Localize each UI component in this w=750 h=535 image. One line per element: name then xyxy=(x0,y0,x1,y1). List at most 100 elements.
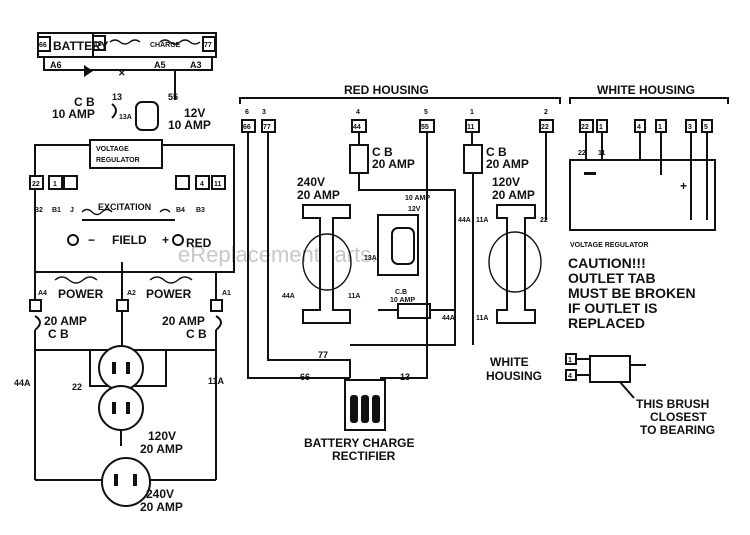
label-13a: 13A xyxy=(119,114,132,121)
red-housing-title: RED HOUSING xyxy=(344,83,429,97)
label-b4: B4 xyxy=(176,207,185,214)
outlet-120v-b xyxy=(98,385,144,431)
r-cb10b-amp: 10 AMP xyxy=(390,297,415,304)
cb-20a-white xyxy=(463,144,483,174)
red-label: RED xyxy=(186,236,212,250)
wh2-label-2: HOUSING xyxy=(486,369,542,383)
svg-text:1: 1 xyxy=(568,357,572,364)
power2-label: POWER xyxy=(146,287,192,301)
svg-text:1: 1 xyxy=(658,124,662,131)
label-a6: A6 xyxy=(50,60,62,70)
rectifier-label-2: RECTIFIER xyxy=(332,449,396,463)
r-13a: 13A xyxy=(364,255,377,262)
cb20b-label: C B xyxy=(486,145,507,159)
label-77: 77 xyxy=(204,42,212,49)
svg-text:55: 55 xyxy=(421,124,429,131)
battery-label: BATTERY xyxy=(53,39,108,53)
label-22: 22 xyxy=(72,382,82,392)
label-a2: A2 xyxy=(127,290,136,297)
vreg-right-label: VOLTAGE REGULATOR xyxy=(570,242,648,249)
brush-label-2: CLOSEST xyxy=(650,410,707,424)
brush-label-1: THIS BRUSH xyxy=(636,397,709,411)
svg-text:11: 11 xyxy=(467,124,475,131)
svg-text:66: 66 xyxy=(243,124,251,131)
r-44a-1: 44A xyxy=(282,293,295,300)
cb-20a-right xyxy=(215,315,222,331)
white-housing-pins: 22 1 4 1 3 5 xyxy=(579,119,713,133)
diode-1 xyxy=(84,65,93,77)
cb20-amp: 20 AMP xyxy=(372,157,415,171)
r-11a-3: 11A xyxy=(476,315,488,322)
svg-text:22: 22 xyxy=(578,150,586,157)
r-cb10b: C.B xyxy=(395,289,407,296)
label-66: 66 xyxy=(39,42,47,49)
r-v12: 12V xyxy=(408,206,421,213)
label-b1: B1 xyxy=(52,207,61,214)
label-b3: B3 xyxy=(196,207,205,214)
svg-text:4: 4 xyxy=(568,373,572,380)
out120-volt: 120V xyxy=(148,429,176,443)
white-housing-title: WHITE HOUSING xyxy=(597,83,695,97)
brush-assembly xyxy=(589,355,631,383)
label-13b: 13 xyxy=(112,92,122,102)
svg-text:REPLACED: REPLACED xyxy=(568,315,645,331)
label-a4: A4 xyxy=(38,290,47,297)
r-77: 77 xyxy=(318,350,328,360)
label-a1: A1 xyxy=(222,290,231,297)
svg-text:MUST BE BROKEN: MUST BE BROKEN xyxy=(568,285,696,301)
cb-20a-left xyxy=(34,315,41,331)
svg-text:5: 5 xyxy=(704,124,708,131)
svg-text:4: 4 xyxy=(637,124,641,131)
cb20b-amp: 20 AMP xyxy=(486,157,529,171)
r-out120-volt: 120V xyxy=(492,175,520,189)
cb1-amp-label: 10 AMP xyxy=(52,107,95,121)
svg-text:22: 22 xyxy=(32,181,40,188)
svg-text:2: 2 xyxy=(544,109,548,116)
svg-text:4: 4 xyxy=(200,181,204,188)
cb20r-label: C B xyxy=(186,327,207,341)
svg-text:77: 77 xyxy=(263,124,271,131)
svg-text:44: 44 xyxy=(353,124,361,131)
rectifier-label-1: BATTERY CHARGE xyxy=(304,436,414,450)
r-out240-amp: 20 AMP xyxy=(297,188,340,202)
r-66: 66 xyxy=(300,372,310,382)
svg-text:+: + xyxy=(680,179,687,193)
cb20-label: C B xyxy=(372,145,393,159)
voltage-regulator-right xyxy=(569,159,716,231)
r-out120-amp: 20 AMP xyxy=(492,188,535,202)
cb1-label: C B xyxy=(74,95,95,109)
label-11a: 11A xyxy=(208,376,225,386)
terminal-13 xyxy=(92,35,106,51)
terminal-66 xyxy=(37,36,51,52)
cb20r-amp: 20 AMP xyxy=(162,314,205,328)
label-a3: A3 xyxy=(190,60,202,70)
svg-text:4: 4 xyxy=(356,109,360,116)
out240-volt: 240V xyxy=(146,487,174,501)
outlet-240v xyxy=(101,457,151,507)
svg-text:6: 6 xyxy=(245,109,249,116)
label-a5: A5 xyxy=(154,60,166,70)
power1-label: POWER xyxy=(58,287,104,301)
label-j: J xyxy=(70,207,74,214)
out240-amp: 20 AMP xyxy=(140,500,183,514)
voltage-regulator-box xyxy=(89,139,163,169)
label-55: 55 xyxy=(168,92,178,102)
cb20l-amp: 20 AMP xyxy=(44,314,87,328)
v12-amp-label: 10 AMP xyxy=(168,118,211,132)
outlet-240v-right xyxy=(302,204,351,324)
label-b2: B2 xyxy=(34,207,43,214)
svg-text:1: 1 xyxy=(599,124,603,131)
outlet-120v-right xyxy=(496,204,536,324)
outlet-120v-a xyxy=(98,345,144,391)
battery-block: 66 13 77 BATTERY CHARGE xyxy=(37,32,217,58)
svg-text:3: 3 xyxy=(688,124,692,131)
svg-text:5: 5 xyxy=(424,109,428,116)
svg-text:1: 1 xyxy=(470,109,474,116)
outlet-12v xyxy=(135,101,159,131)
svg-text:11: 11 xyxy=(214,181,222,188)
excitation-label: EXCITATION xyxy=(98,202,151,212)
label-44a: 44A xyxy=(14,378,31,388)
